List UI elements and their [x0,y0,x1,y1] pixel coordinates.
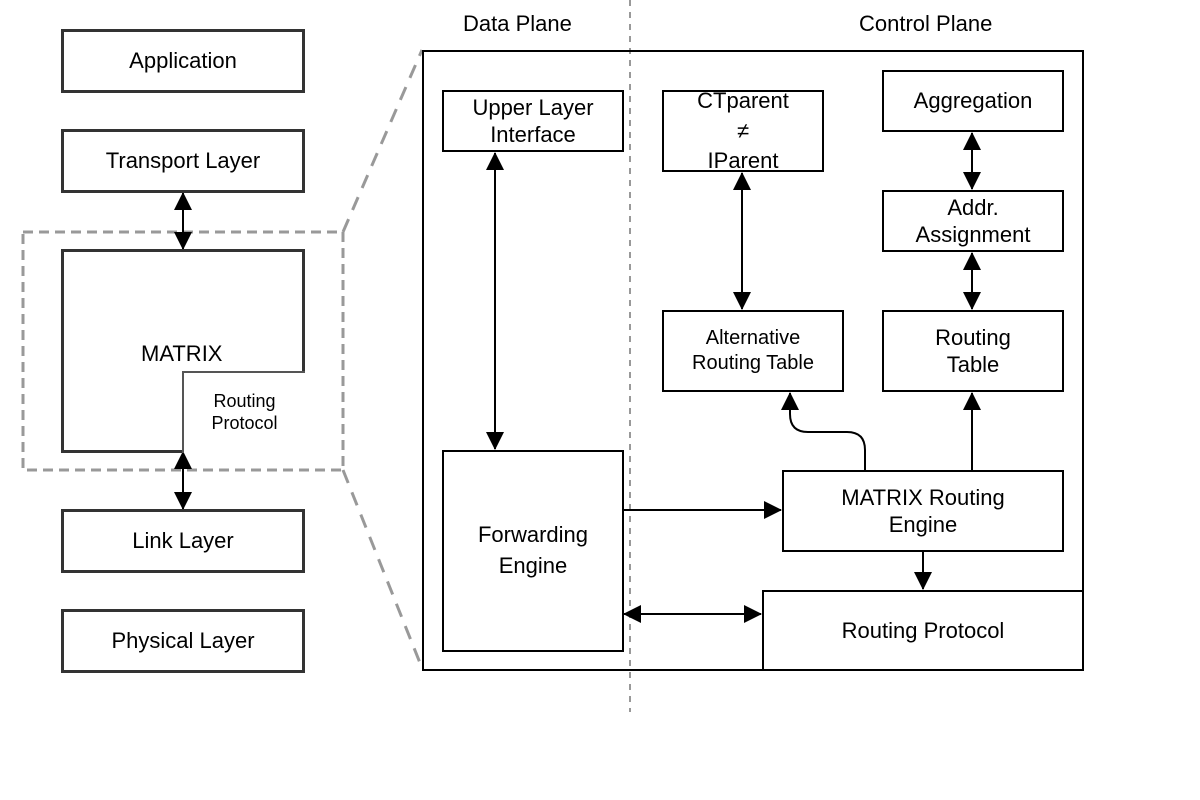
matrix-layer: MATRIX Routing Protocol [61,249,305,453]
alt-table-label-2: Routing Table [692,352,814,374]
zoom-line-top [341,49,424,233]
routing-protocol-sublayer: Routing Protocol [182,371,305,453]
transport-label: Transport Layer [105,148,261,174]
aggregation-label: Aggregation [913,88,1033,114]
control-plane-header: Control Plane [859,11,993,36]
routing-protocol-box: Routing Protocol [762,590,1084,671]
routing-protocol-label: Routing Protocol [841,617,1005,643]
zoom-line-bottom [341,469,424,669]
alt-table-label-1: Alternative [705,327,801,349]
forwarding-engine: Forwarding Engine [442,450,624,652]
addr-assignment-box: Addr. Assignment [882,190,1064,252]
addr-label-1: Addr. [947,194,999,220]
upper-layer-interface: Upper Layer Interface [442,90,624,152]
matrix-engine-label-1: MATRIX Routing [841,484,1005,510]
arrow-engine-alt-table [781,392,866,470]
detail-frame [422,50,1084,671]
application-layer: Application [61,29,305,93]
routing-protocol-label-1: Routing [213,391,276,412]
forwarding-label-2: Engine [498,553,568,578]
aggregation-box: Aggregation [882,70,1064,132]
addr-label-2: Assignment [915,222,1031,247]
upper-layer-label-2: Interface [490,122,576,147]
matrix-label: MATRIX [141,341,223,366]
routing-protocol-label-2: Protocol [211,413,278,433]
ctparent-label-1: CTparent [697,88,789,114]
link-label: Link Layer [132,528,234,554]
upper-layer-label-1: Upper Layer [472,94,594,120]
alternative-routing-table: Alternative Routing Table [662,310,844,392]
data-plane-header: Data Plane [463,11,572,36]
matrix-routing-engine: MATRIX Routing Engine [782,470,1064,552]
ctparent-box: CTparent ≠ IParent [662,88,824,173]
transport-layer: Transport Layer [61,129,305,193]
routing-table-label-2: Table [946,352,1000,377]
link-layer: Link Layer [61,509,305,573]
routing-table: Routing Table [882,310,1064,392]
ctparent-label-2: ≠ [736,118,750,144]
physical-label: Physical Layer [111,628,255,654]
physical-layer: Physical Layer [61,609,305,673]
routing-table-label-1: Routing [935,324,1011,350]
application-label: Application [129,48,237,74]
forwarding-label-1: Forwarding [477,522,589,548]
ctparent-label-3: IParent [707,147,779,173]
matrix-engine-label-2: Engine [888,512,958,537]
